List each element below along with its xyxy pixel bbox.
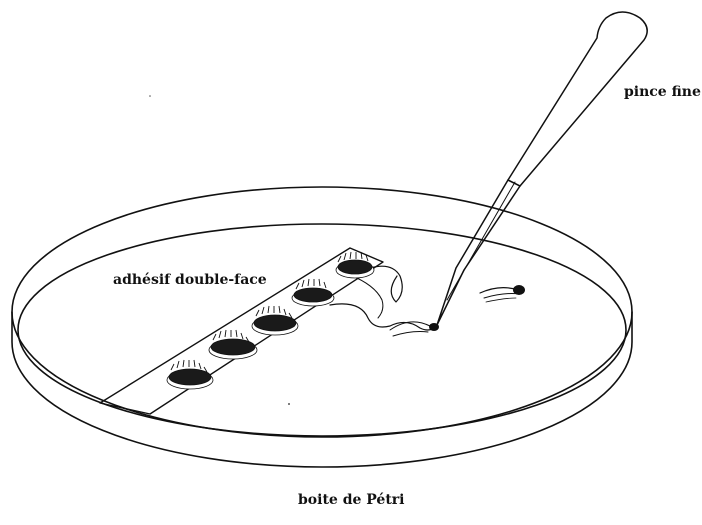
specimen-nest <box>336 260 374 278</box>
fine-forceps <box>437 12 647 325</box>
dust-speck <box>288 403 290 405</box>
petri-dish-bottom-edge <box>12 312 632 467</box>
label-petri-dish: boite de Pétri <box>298 492 404 508</box>
specimen-nest <box>167 369 213 389</box>
tendril <box>480 288 518 293</box>
label-double-sided-tape: adhésif double-face <box>113 272 267 288</box>
tendril <box>370 266 402 302</box>
free-specimen <box>513 285 525 295</box>
tendril <box>484 294 520 299</box>
specimen-nest <box>209 339 257 359</box>
tendril <box>330 304 434 330</box>
label-forceps: pince fine <box>624 84 701 100</box>
petri-dish-inner-rim <box>18 224 626 436</box>
held-specimen <box>429 323 439 331</box>
dust-speck <box>149 95 151 97</box>
specimen-nest <box>292 288 334 306</box>
tendril <box>486 298 516 302</box>
tendril <box>393 332 428 337</box>
tendril <box>350 275 383 318</box>
specimen-nest <box>252 315 298 335</box>
